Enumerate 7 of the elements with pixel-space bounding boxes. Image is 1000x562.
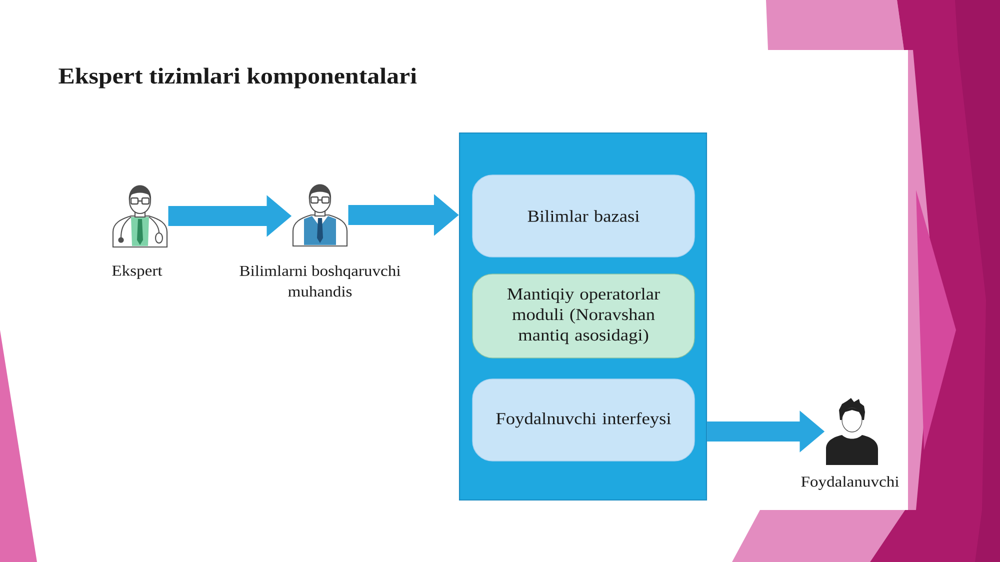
node-label: Ekspert [112,265,162,279]
rounded-box: Bilimlar bazasi [472,174,695,258]
title: Ekspert tizimlari komponentalari [58,68,417,88]
node-label: Bilimlarni boshqaruvchi muhandis [240,265,400,297]
rounded-box: Mantiqiy operatorlar moduli (Noravshan mantiq asosidagi) [472,274,695,358]
rounded-box: Foydalnuvchi interfeysi [472,378,695,462]
node-label: Foydalanuvchi [801,476,899,490]
